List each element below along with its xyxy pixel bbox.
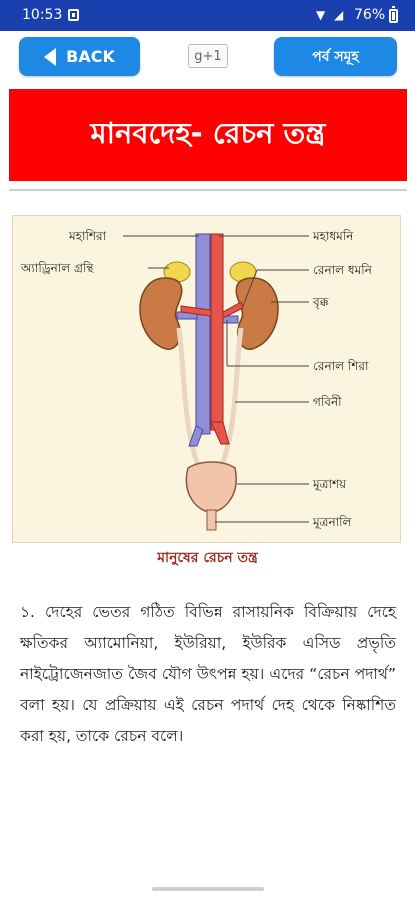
page-title-banner: মানবদেহ- রেচন তন্ত্র <box>9 89 407 181</box>
back-button-label: BACK <box>66 47 115 66</box>
chapters-button-label: পর্ব সমূহ <box>312 48 359 65</box>
content-paragraph: ১. দেহের ভেতর গঠিত বিভিন্ন রাসায়নিক বিক… <box>20 603 396 745</box>
status-bar: 10:53 ▼ ◢ 76% <box>0 0 415 31</box>
battery-icon <box>389 6 398 23</box>
signal-icon: ◢ <box>334 8 344 22</box>
ureter-left <box>176 327 202 469</box>
google-plus-button[interactable]: g+1 <box>188 44 228 68</box>
page-title: মানবদেহ- রেচন তন্ত্র <box>90 115 326 150</box>
battery-percent: 76% <box>354 7 386 23</box>
leader-renal-artery-a <box>242 269 258 307</box>
excretory-system-diagram: মহাশিরা অ্যাড্রিনাল গ্রন্থি মহাধমনি রেনা… <box>12 215 401 543</box>
urethra <box>206 509 217 531</box>
kidney-right <box>235 277 279 350</box>
status-time: 10:53 <box>22 7 63 23</box>
aorta <box>210 233 224 431</box>
vena-cava-branch <box>188 425 204 447</box>
chapters-button[interactable]: পর্ব সমূহ <box>274 37 397 76</box>
aorta-branch <box>210 421 230 445</box>
notification-icon <box>68 9 79 21</box>
gesture-nav-handle[interactable] <box>152 887 264 891</box>
google-plus-label: g+1 <box>194 48 222 64</box>
vena-cava <box>195 233 211 435</box>
label-renal-vein: রেনাল শিরা <box>313 359 369 373</box>
label-renal-artery: রেনাল ধমনি <box>313 263 373 277</box>
renal-artery-right <box>222 301 244 319</box>
back-button[interactable]: BACK <box>19 37 140 76</box>
diagram-illustration: মহাশিরা অ্যাড্রিনাল গ্রন্থি মহাধমনি রেনা… <box>20 229 373 531</box>
label-kidney: বৃক্ক <box>312 295 329 310</box>
urinary-bladder <box>185 461 237 513</box>
kidney-left <box>139 277 183 350</box>
label-urethra: মূত্রনালি <box>312 515 353 530</box>
label-vena-cava: মহাশিরা <box>68 229 107 243</box>
renal-artery-left <box>180 305 212 317</box>
wifi-icon: ▼ <box>316 8 326 22</box>
label-aorta: মহাধমনি <box>312 229 354 243</box>
label-bladder: মূত্রাশয় <box>312 477 347 492</box>
back-arrow-icon <box>44 47 57 66</box>
title-divider <box>9 189 407 191</box>
label-ureter: গবিনী <box>313 395 342 409</box>
ureter-right <box>218 327 244 469</box>
label-adrenal-gland: অ্যাড্রিনাল গ্রন্থি <box>20 261 94 275</box>
diagram-caption: মানুষের রেচন তন্ত্র <box>157 550 258 566</box>
